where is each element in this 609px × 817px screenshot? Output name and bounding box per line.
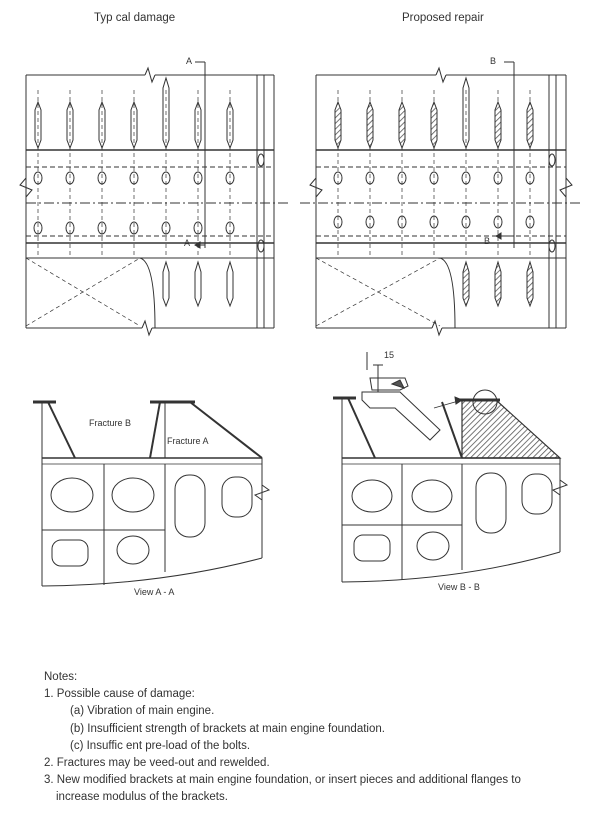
section-marker-a-top: A (186, 56, 193, 66)
note-subitem: (b) Insufficient strength of brackets at… (70, 722, 385, 735)
note-item-continuation: increase modulus of the brackets. (56, 791, 228, 804)
view-bb-label: View B - B (438, 582, 480, 592)
notes-block: Notes: 1. Possible cause of damage: (a) … (44, 669, 604, 807)
dimension-label: 15 (384, 350, 395, 360)
section-view-bb (333, 352, 569, 583)
section-marker-b-top: B (490, 56, 497, 66)
title-proposed-repair: Proposed repair (402, 12, 484, 24)
section-marker-b-bottom: B (484, 236, 491, 246)
note-subitem: (c) Insuffic ent pre-load of the bolts. (70, 739, 251, 752)
fracture-b-label: Fracture B (89, 418, 132, 428)
title-typical-damage: Typ cal damage (94, 12, 176, 24)
fracture-a-label: Fracture A (167, 436, 209, 446)
plan-typical-damage (19, 61, 290, 337)
view-aa-label: View A - A (134, 587, 175, 597)
section-view-aa (33, 400, 271, 587)
notes-heading: Notes: (44, 671, 78, 683)
section-marker-a-bottom: A (184, 238, 191, 248)
note-subitem: (a) Vibration of main engine. (70, 705, 215, 718)
note-item: 1. Possible cause of damage: (44, 688, 195, 701)
plan-proposed-repair (300, 61, 580, 337)
note-item: 3. New modified brackets at main engine … (44, 774, 521, 787)
note-item: 2. Fractures may be veed-out and rewelde… (44, 757, 270, 770)
